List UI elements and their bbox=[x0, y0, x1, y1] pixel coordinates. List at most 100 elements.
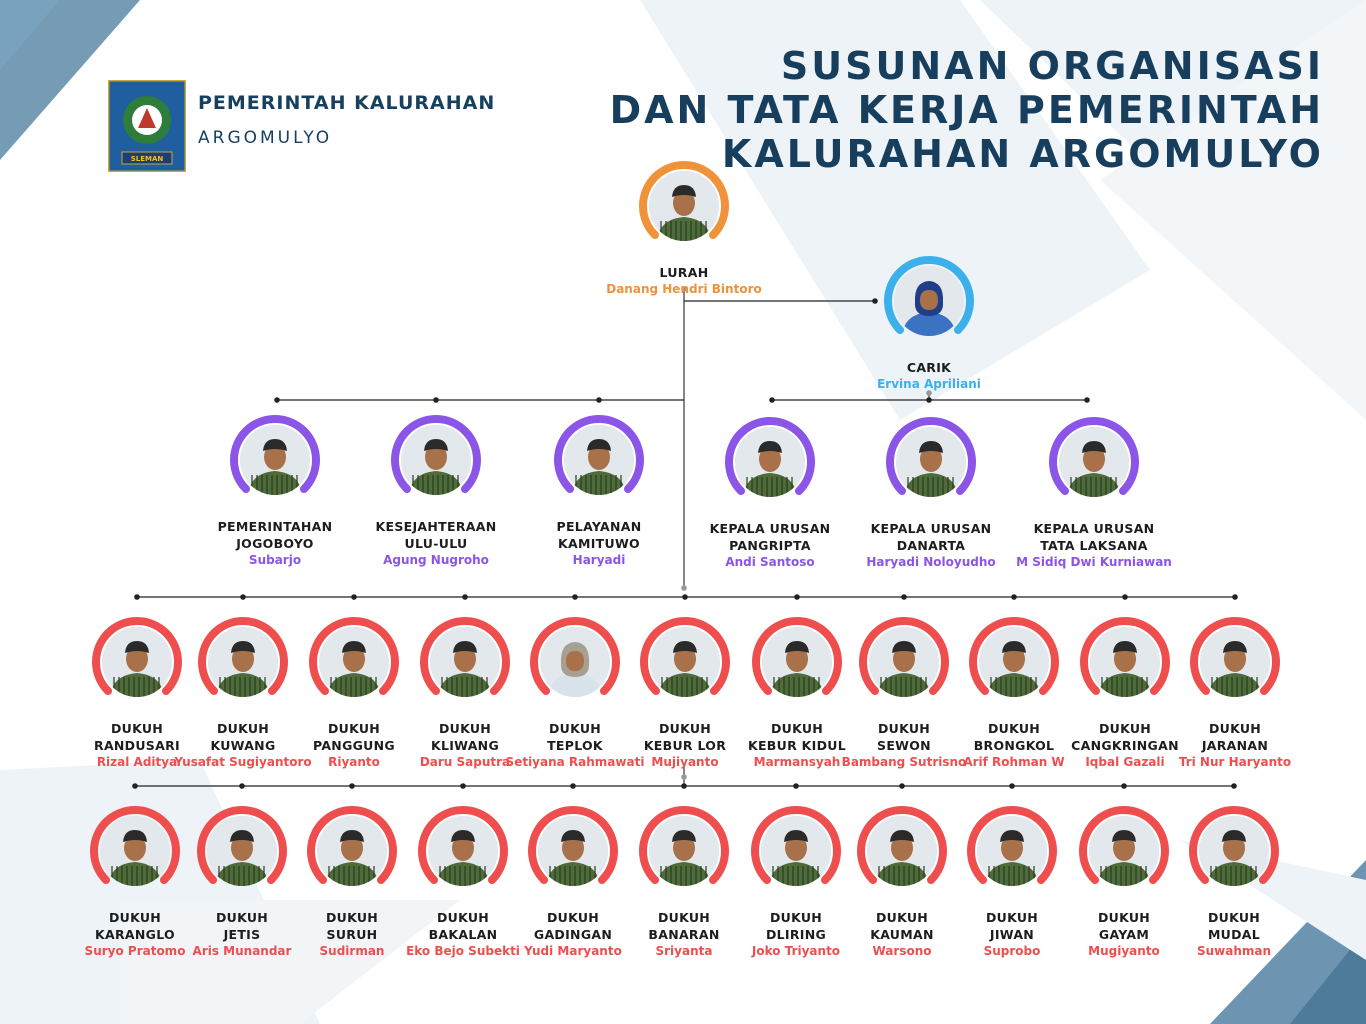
connector-dot bbox=[596, 397, 602, 403]
connector-dot bbox=[351, 594, 357, 600]
sleman-logo: SLEMAN bbox=[106, 78, 188, 174]
person-name: Setiyana Rahmawati bbox=[505, 755, 645, 769]
position-title: DUKUH bbox=[546, 910, 600, 925]
position-title: GADINGAN bbox=[533, 927, 613, 942]
position-title: DUKUH bbox=[658, 721, 712, 736]
avatar bbox=[762, 627, 832, 697]
org-name-line2: ARGOMULYO bbox=[198, 128, 333, 148]
position-title: TATA LAKSANA bbox=[1040, 538, 1148, 553]
position-title: ULU-ULU bbox=[404, 536, 468, 551]
connector-dot bbox=[681, 783, 687, 789]
org-name-line1: PEMERINTAH KALURAHAN bbox=[198, 92, 496, 114]
position-title: DUKUH bbox=[985, 910, 1039, 925]
avatar bbox=[1089, 816, 1159, 886]
logo-text: SLEMAN bbox=[131, 155, 164, 163]
connector-dot bbox=[570, 783, 576, 789]
person-name: Mujiyanto bbox=[651, 755, 719, 769]
avatar bbox=[540, 627, 610, 697]
avatar-ring bbox=[419, 616, 511, 708]
connector-dot bbox=[349, 783, 355, 789]
avatar bbox=[649, 816, 719, 886]
person-name: Tri Nur Haryanto bbox=[1178, 755, 1292, 769]
avatar bbox=[428, 816, 498, 886]
avatar-ring bbox=[638, 160, 730, 252]
avatar bbox=[649, 171, 719, 241]
position-title: PELAYANAN bbox=[556, 519, 642, 534]
position-title: KARANGLO bbox=[95, 927, 175, 942]
connector-dot bbox=[1009, 783, 1015, 789]
avatar-ring bbox=[968, 616, 1060, 708]
page-title: SUSUNAN ORGANISASI DAN TATA KERJA PEMERI… bbox=[610, 44, 1324, 176]
avatar bbox=[430, 627, 500, 697]
position-title: PANGRIPTA bbox=[729, 538, 811, 553]
avatar bbox=[100, 816, 170, 886]
title-line: DAN TATA KERJA PEMERINTAH bbox=[609, 88, 1324, 132]
connector-dot bbox=[460, 783, 466, 789]
person-name: Suprobo bbox=[983, 944, 1041, 958]
position-title: DUKUH bbox=[987, 721, 1041, 736]
avatar bbox=[207, 816, 277, 886]
avatar bbox=[761, 816, 831, 886]
avatar bbox=[1090, 627, 1160, 697]
avatar bbox=[317, 816, 387, 886]
person-name: Daru Saputra bbox=[419, 755, 511, 769]
person-name: Iqbal Gazali bbox=[1085, 755, 1165, 769]
position-title: LURAH bbox=[659, 265, 709, 280]
position-title: DANARTA bbox=[896, 538, 966, 553]
avatar-ring bbox=[553, 414, 645, 506]
position-title: DUKUH bbox=[325, 910, 379, 925]
person-name: Suryo Pratomo bbox=[84, 944, 186, 958]
position-title: PANGGUNG bbox=[313, 738, 395, 753]
position-title: DUKUH bbox=[548, 721, 602, 736]
position-title: MUDAL bbox=[1207, 927, 1261, 942]
avatar-ring bbox=[306, 805, 398, 897]
position-title: JARANAN bbox=[1201, 738, 1269, 753]
connector-dot bbox=[572, 594, 578, 600]
connector-dot bbox=[1121, 783, 1127, 789]
connector-dot bbox=[681, 774, 687, 780]
avatar-ring bbox=[885, 416, 977, 508]
position-title: DUKUH bbox=[770, 721, 824, 736]
position-title: TEPLOK bbox=[547, 738, 603, 753]
organization-name: PEMERINTAH KALURAHAN ARGOMULYO bbox=[198, 92, 495, 148]
connector-dot bbox=[1011, 594, 1017, 600]
avatar-ring bbox=[1078, 805, 1170, 897]
avatar-ring bbox=[1079, 616, 1171, 708]
position-title: PEMERINTAHAN bbox=[217, 519, 333, 534]
avatar-ring bbox=[750, 805, 842, 897]
person-name: Andi Santoso bbox=[725, 555, 815, 569]
person-name: Sudirman bbox=[319, 944, 385, 958]
connector-dot bbox=[926, 390, 932, 396]
position-title: KAMITUWO bbox=[558, 536, 640, 551]
person-name: Suwahman bbox=[1196, 944, 1272, 958]
person-name: Danang Hendri Bintoro bbox=[606, 282, 762, 296]
connector-dot bbox=[462, 594, 468, 600]
person-name: Sriyanta bbox=[655, 944, 713, 958]
avatar-ring bbox=[638, 805, 730, 897]
position-title: RANDUSARI bbox=[94, 738, 180, 753]
connector-dot bbox=[132, 783, 138, 789]
position-title: KEBUR LOR bbox=[643, 738, 727, 753]
avatar bbox=[240, 425, 310, 495]
position-title: KAUMAN bbox=[870, 927, 934, 942]
connector-dot bbox=[1084, 397, 1090, 403]
person-name: Joko Triyanto bbox=[751, 944, 841, 958]
position-title: SURUH bbox=[326, 927, 378, 942]
avatar-ring bbox=[1188, 805, 1280, 897]
person-name: Ervina Apriliani bbox=[877, 377, 981, 391]
position-title: KEPALA URUSAN bbox=[709, 521, 831, 536]
avatar bbox=[1059, 427, 1129, 497]
